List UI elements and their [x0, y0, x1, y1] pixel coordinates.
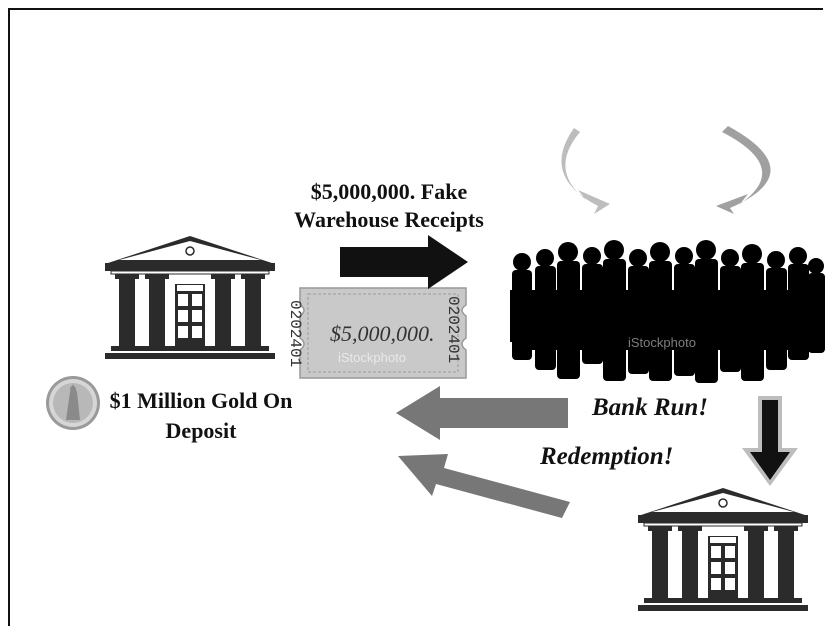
down-arrow — [742, 396, 798, 486]
crowd-watermark: iStockphoto — [628, 335, 696, 350]
ticket-serial-right: 0202401 — [444, 296, 462, 364]
fake-receipts-label: $5,000,000. Fake Warehouse Receipts — [294, 179, 484, 232]
bank-run-arrow — [396, 386, 568, 440]
bank-run-label: Bank Run! — [592, 394, 709, 421]
gold-coin-icon — [46, 376, 100, 430]
cycle-arrows-icon — [561, 126, 771, 214]
crowd-silhouette — [510, 240, 825, 383]
redemption-arrow — [398, 454, 570, 518]
ticket-amount: $5,000,000. — [330, 321, 435, 346]
gold-deposit-label: $1 Million Gold On Deposit — [109, 388, 293, 443]
warehouse-receipt-ticket — [299, 287, 467, 379]
fake-receipts-arrow — [340, 235, 468, 289]
bank-building-icon — [104, 235, 276, 360]
ticket-watermark: iStockphoto — [338, 350, 406, 365]
bank-building-icon-2 — [637, 487, 809, 612]
redemption-label: Redemption! — [540, 443, 674, 470]
ticket-serial-left: 0202401 — [286, 300, 304, 368]
